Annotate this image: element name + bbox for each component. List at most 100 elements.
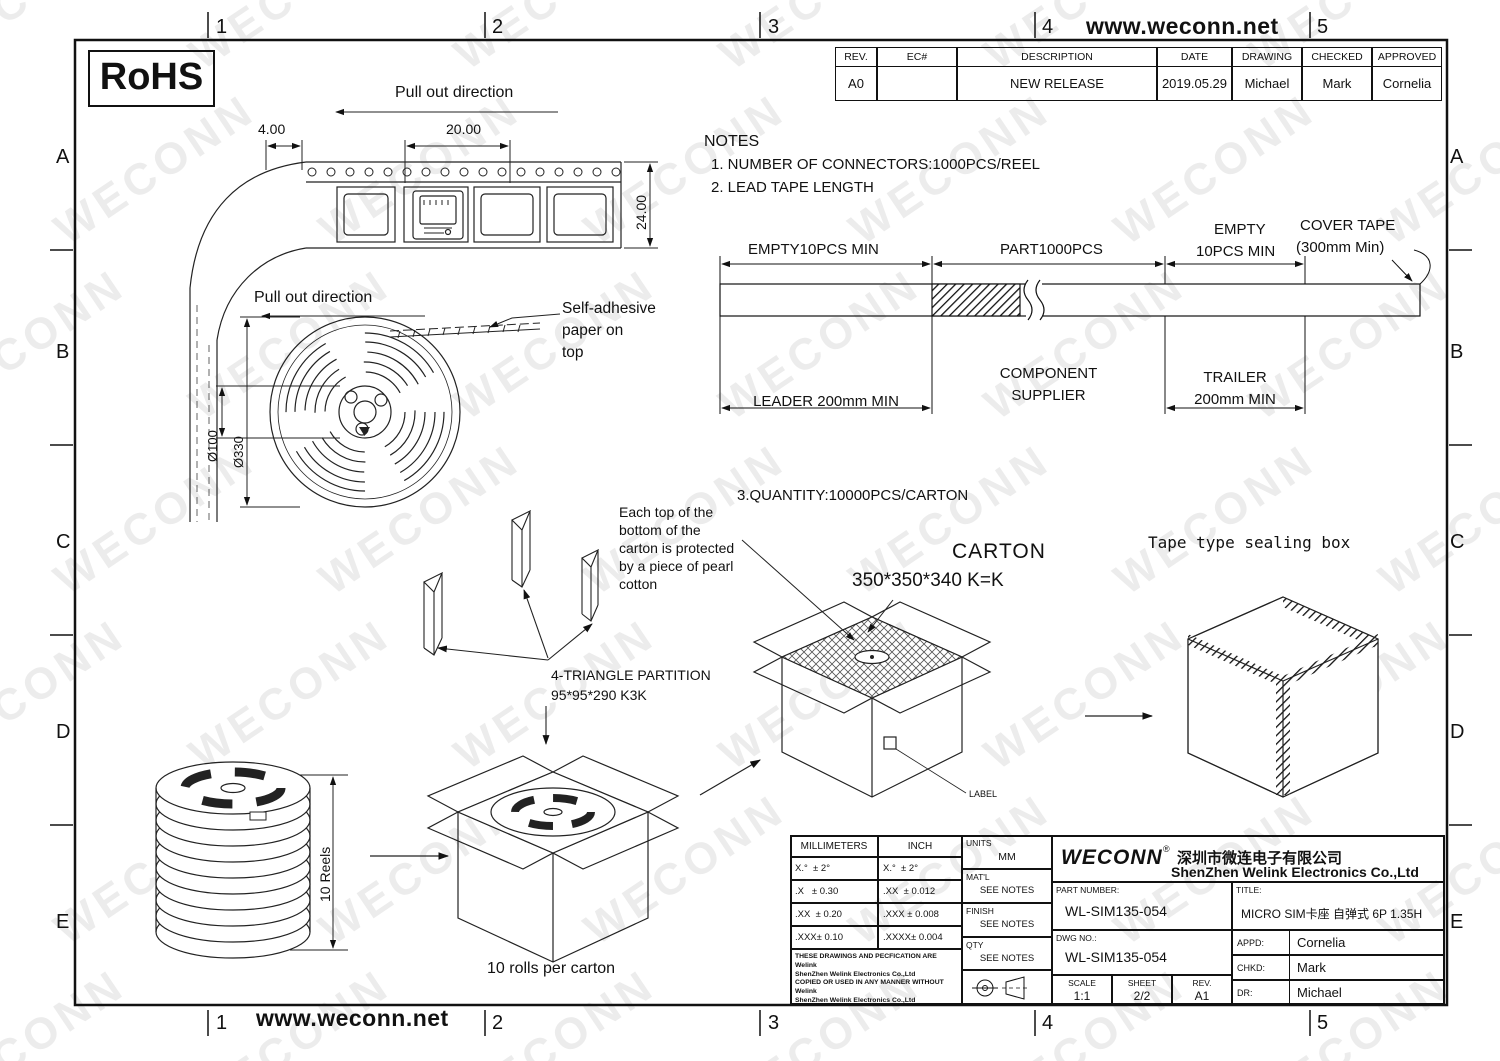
carrier-tape-strip [306,161,622,249]
matl-value: SEE NOTES [979,885,1035,896]
tol-inch-row-2: .XX ± 0.012 [878,880,962,903]
dr-cell: DR: Michael [1232,980,1445,1005]
registered-mark-icon: ® [1163,844,1170,854]
dim-dia-330: Ø330 [231,436,246,468]
tape-curve-and-reel [189,161,461,522]
copyright-line-1: THESE DRAWINGS AND PECFICATION ARE Welin… [795,953,937,969]
part-number-value: WL-SIM135-054 [1065,903,1167,919]
grid-col-2-bottom: 2 [492,1012,504,1034]
grid-col-3-bottom: 3 [768,1012,780,1034]
website-top: www.weconn.net [1086,13,1279,39]
sheet-value: 2/2 [1133,989,1151,1003]
rev-value: A1 [1194,989,1210,1003]
tol-mm-row-2: .X ± 0.30 [790,880,878,903]
reel-stack [155,761,450,959]
strip-dimensions [261,108,658,339]
rev-cell: REV. A1 [1172,975,1232,1005]
rev-value-description: NEW RELEASE [957,66,1157,101]
tol-inch-row-1: X.° ± 2° [878,857,962,880]
grid-col-2-top: 2 [492,16,504,38]
cover-tape-2: (300mm Min) [1296,239,1385,256]
pearl-note-1: Each top of the [619,504,714,520]
pearl-note-3: carton is protected [619,540,735,556]
rev-header-description: DESCRIPTION [957,47,1157,67]
lead-tape-diagram [719,249,1431,414]
grid-col-5-top: 5 [1317,16,1329,38]
rev-header-ec: EC# [877,47,957,67]
qty-value: SEE NOTES [979,953,1035,964]
rev-header-approved: APPROVED [1372,47,1442,67]
company-name-cn: 深圳市微连电子有限公司 [1177,850,1343,867]
grid-row-e-left: E [56,911,70,933]
sheet-label: SHEET [1127,978,1157,988]
finish-label: FINISH [966,906,994,916]
copyright-line-2: ShenZhen Welink Electronics Co.,Ltd [795,970,916,978]
tol-mm-row-1: X.° ± 2° [790,857,878,880]
notes-item-2: 2. LEAD TAPE LENGTH [711,179,874,196]
chkd-label: CHKD: [1237,963,1266,973]
tol-mm-row-4: .XXX± 0.10 [790,926,878,949]
dim-dia-100: Ø100 [205,430,220,462]
sheet-cell: SHEET 2/2 [1112,975,1172,1005]
grid-col-3-top: 3 [768,16,780,38]
units-cell: UNITS MM [962,835,1052,869]
scale-label: SCALE [1068,978,1096,988]
grid-col-5-bottom: 5 [1317,1012,1329,1034]
dim-20mm: 20.00 [446,121,482,137]
dr-divider [1289,981,1290,1004]
grid-row-d-right: D [1450,721,1465,743]
tol-header-inch: INCH [878,835,962,857]
grid-row-a-right: A [1450,146,1464,168]
finish-cell: FINISH SEE NOTES [962,903,1052,937]
lead-empty-right-2: 10PCS MIN [1196,243,1276,260]
appd-cell: APPD: Cornelia [1232,930,1445,955]
quantity-note: 3.QUANTITY:10000PCS/CARTON [737,487,969,504]
qty-label: QTY [966,940,984,950]
partition-label-2: 95*95*290 K3K [551,687,647,703]
scale-cell: SCALE 1:1 [1052,975,1112,1005]
rev-value-ec [877,66,957,101]
website-bottom: www.weconn.net [256,1005,449,1031]
dwg-no-cell: DWG NO.: WL-SIM135-054 [1052,930,1232,975]
rev-value-approved: Cornelia [1372,66,1442,101]
company-name-en: ShenZhen Welink Electronics Co.,Ltd [1171,864,1419,880]
rolls-per-carton: 10 rolls per carton [487,960,616,977]
qty-cell: QTY SEE NOTES [962,937,1052,970]
grid-row-d-left: D [56,721,71,743]
rev-value-drawing: Michael [1232,66,1302,101]
partition-label-1: 4-TRIANGLE PARTITION [551,667,711,683]
rev-header-checked: CHECKED [1302,47,1372,67]
label-callout: LABEL [969,789,998,799]
pearl-note-4: by a piece of pearl [619,558,734,574]
carton-size: 350*350*340 K=K [852,570,1004,591]
projection-symbol [972,976,1028,1000]
lead-empty-left: EMPTY10PCS MIN [748,241,879,258]
grid-row-c-right: C [1450,531,1465,553]
self-adhesive-line3: top [562,344,584,361]
chkd-value: Mark [1297,960,1326,975]
dwg-no-value: WL-SIM135-054 [1065,949,1167,965]
units-value: MM [998,851,1016,863]
lead-trailer-2: 200mm MIN [1194,391,1276,408]
rohs-label: RoHS [99,56,204,98]
grid-col-1-top: 1 [216,16,228,38]
lead-trailer-1: TRAILER [1203,369,1267,386]
dim-24mm: 24.00 [633,194,649,230]
matl-label: MAT'L [966,872,990,882]
carton-title: CARTON [952,540,1046,563]
finish-value: SEE NOTES [979,919,1035,930]
title-cell: TITLE: MICRO SIM卡座 自弹式 6P 1.35H [1232,882,1445,930]
self-adhesive-line1: Self-adhesive [562,300,656,317]
appd-value: Cornelia [1297,935,1346,950]
sheet-border [50,12,1472,1036]
grid-row-b-left: B [56,341,70,363]
grid-row-c-left: C [56,531,71,553]
rev-value-date: 2019.05.29 [1157,66,1232,101]
chkd-divider [1289,956,1290,979]
dwg-no-label: DWG NO.: [1056,933,1097,943]
pull-out-direction-side: Pull out direction [254,289,373,306]
appd-divider [1289,931,1290,954]
grid-row-b-right: B [1450,341,1464,363]
rev-value-rev: A0 [835,66,877,101]
